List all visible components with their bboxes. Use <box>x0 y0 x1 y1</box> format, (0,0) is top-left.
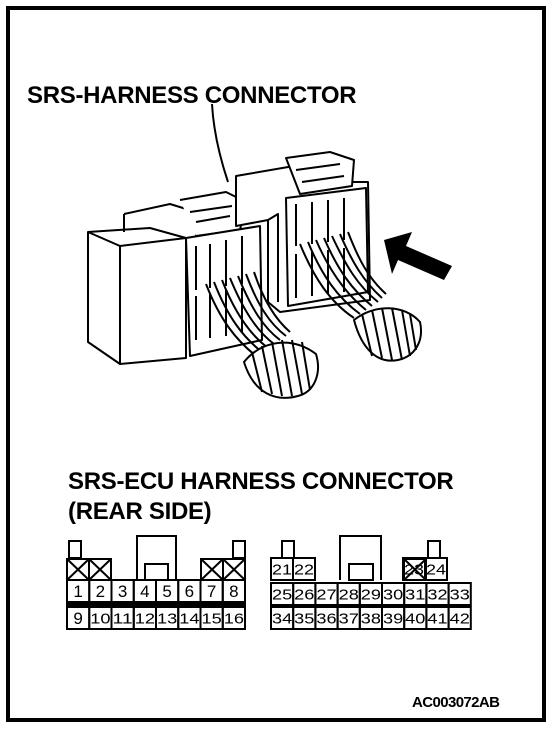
connector-left-tab-right <box>232 540 246 559</box>
insertion-arrow-icon <box>384 232 452 280</box>
pin-number: 13 <box>157 610 177 627</box>
pin-number: 3 <box>118 582 127 601</box>
connector-right-tab-left <box>281 540 295 559</box>
connector-left-blocked-cavities <box>66 558 246 581</box>
pin-number: 16 <box>224 610 244 627</box>
pin-number: 25 <box>272 586 292 603</box>
pin-number: 14 <box>179 610 199 627</box>
pin-cell <box>447 606 472 630</box>
connector-right-key <box>339 535 382 580</box>
srs-harness-connector-illustration <box>87 151 422 399</box>
pin-cell <box>292 557 316 581</box>
pin-number: 41 <box>427 610 447 627</box>
pin-number: 37 <box>339 610 359 627</box>
pin-number: 11 <box>113 610 133 627</box>
pin-cell <box>424 557 448 581</box>
pin-number: 27 <box>316 586 336 603</box>
srs-harness-connector-label: SRS-HARNESS CONNECTOR <box>27 82 357 109</box>
diagram-frame <box>6 6 546 722</box>
rear-side-label: (REAR SIDE) <box>68 498 212 525</box>
srs-ecu-connector-title: SRS-ECU HARNESS CONNECTOR <box>68 468 454 495</box>
pin-number: 31 <box>405 586 425 603</box>
connector-left-key-latch <box>144 563 169 581</box>
pin-number: 12 <box>135 610 155 627</box>
pin-number: 8 <box>229 582 238 601</box>
pin-cell <box>447 582 472 606</box>
pin-number: 29 <box>361 586 381 603</box>
pin-number: 33 <box>450 586 470 603</box>
connector-left-tab-left <box>68 540 82 559</box>
pin-cell <box>221 579 246 603</box>
pin-number: 34 <box>272 610 292 627</box>
pin-number: 28 <box>339 586 359 603</box>
leader-line <box>211 103 229 183</box>
pin-number: 26 <box>294 586 314 603</box>
connector-left-key <box>136 535 177 580</box>
pin-number: 1 <box>73 582 82 601</box>
figure-code: AC003072AB <box>412 694 500 711</box>
pin-number: 10 <box>90 610 110 627</box>
pin-number: 35 <box>294 610 314 627</box>
pin-number: 39 <box>383 610 403 627</box>
pin-number: 23 <box>404 561 424 578</box>
pin-number: 21 <box>272 561 292 578</box>
pin-number: 30 <box>383 586 403 603</box>
pin-number: 6 <box>185 582 194 601</box>
pin-number: 9 <box>73 609 82 628</box>
connector-right-tab-right <box>427 540 441 559</box>
connector-right-key-latch <box>348 563 374 581</box>
pin-number: 22 <box>294 561 314 578</box>
pin-number: 4 <box>140 582 149 601</box>
pin-number: 15 <box>202 610 222 627</box>
pin-number: 42 <box>450 610 470 627</box>
pin-number: 38 <box>361 610 381 627</box>
pin-number: 40 <box>405 610 425 627</box>
pin-number: 2 <box>96 582 105 601</box>
pin-number: 24 <box>426 561 446 578</box>
pin-number: 5 <box>162 582 171 601</box>
pin-cell <box>221 606 246 630</box>
pin-number: 36 <box>316 610 336 627</box>
pin-number: 32 <box>427 586 447 603</box>
pin-number: 7 <box>207 582 216 601</box>
